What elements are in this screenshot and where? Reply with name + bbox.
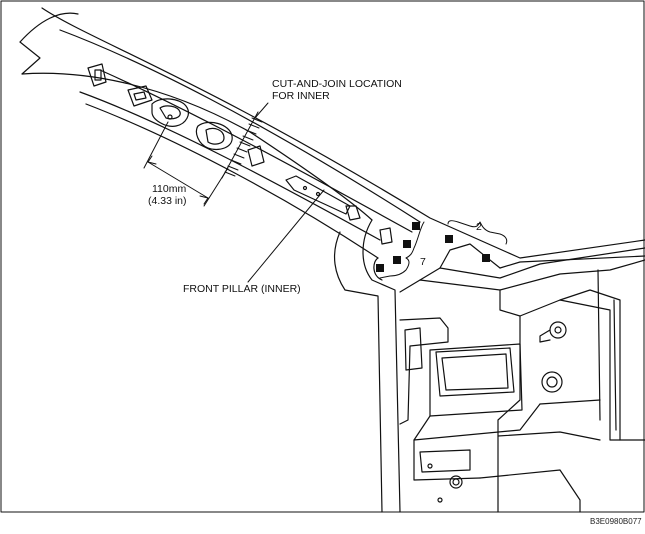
rail-oval-right <box>195 121 233 151</box>
round-hole <box>541 371 563 393</box>
weld-spot <box>482 254 490 262</box>
cut-join-line <box>221 111 259 179</box>
weld-spot <box>412 222 420 230</box>
pillar-strip-3 <box>79 91 381 241</box>
rail-slot <box>285 175 351 215</box>
weld-spot <box>445 235 453 243</box>
callout-7: 7 <box>420 256 426 268</box>
rail-oval-left <box>151 98 189 127</box>
spot-weld-markers <box>376 222 490 272</box>
front-pillar-label: FRONT PILLAR (INNER) <box>183 283 301 295</box>
pillar-strip-2 <box>99 69 413 233</box>
body-side-frame <box>399 259 645 293</box>
weld-spot <box>403 240 411 248</box>
cut-join-label-line2: FOR INNER <box>272 90 330 102</box>
bracket-callout-7 <box>379 221 425 279</box>
weld-spot <box>393 256 401 264</box>
front-pillar-leader <box>247 189 325 283</box>
stud-bolt <box>539 321 567 343</box>
pillar-strip-1 <box>59 29 421 223</box>
figure-code: B3E0980B077 <box>590 517 642 526</box>
a-pillar-body <box>362 219 401 513</box>
roof-rail-outer-edge-2 <box>19 12 79 43</box>
lower-panel-window <box>435 347 515 397</box>
cut-join-hatches <box>224 117 263 177</box>
pillar-strip-4 <box>85 103 379 259</box>
rail-hole-3 <box>247 145 265 167</box>
bracket-callout-2 <box>447 220 508 245</box>
cut-join-leader <box>254 102 269 119</box>
weld-spot <box>376 264 384 272</box>
dimension-line <box>147 161 209 199</box>
dimension-in-label: (4.33 in) <box>148 195 187 207</box>
inner-panel-edge <box>497 289 521 513</box>
rail-hole-2 <box>127 85 153 107</box>
lower-panel-outline <box>399 317 449 425</box>
callout-2: 2 <box>476 221 482 233</box>
cut-join-label-line1: CUT-AND-JOIN LOCATION <box>272 78 402 90</box>
roof-rail-outer-edge <box>41 7 645 259</box>
dimension-mm-label: 110mm <box>152 183 187 195</box>
rail-hole-1 <box>87 63 107 87</box>
